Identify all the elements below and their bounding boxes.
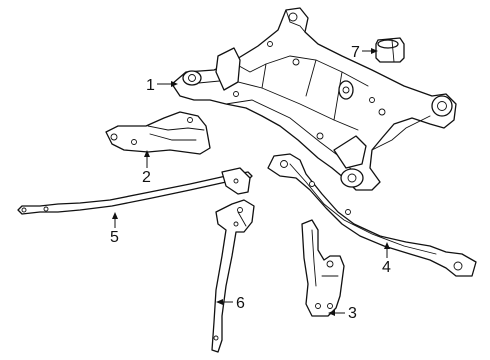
- callout-5-label: 5: [110, 229, 119, 246]
- callout-7-label: 7: [351, 44, 360, 61]
- callout-3-label: 3: [348, 305, 357, 322]
- crossmember-part: [171, 7, 457, 191]
- lower-arm-part: [267, 153, 477, 277]
- callout-1: 1: [146, 77, 178, 94]
- callout-3: 3: [328, 305, 357, 322]
- bushing-part: [375, 37, 405, 63]
- bracket-part: [105, 111, 211, 155]
- callout-5: 5: [110, 212, 119, 246]
- callout-2-label: 2: [142, 169, 151, 186]
- callout-2: 2: [142, 150, 151, 186]
- strut-part: [211, 199, 255, 353]
- mount-part: [301, 219, 345, 317]
- support-rod-part: [17, 167, 253, 215]
- callout-4-label: 4: [382, 259, 391, 276]
- callout-6-label: 6: [236, 295, 245, 312]
- callout-1-label: 1: [146, 77, 155, 94]
- callout-4: 4: [382, 242, 391, 276]
- callout-6: 6: [216, 295, 245, 312]
- callout-7: 7: [351, 44, 378, 61]
